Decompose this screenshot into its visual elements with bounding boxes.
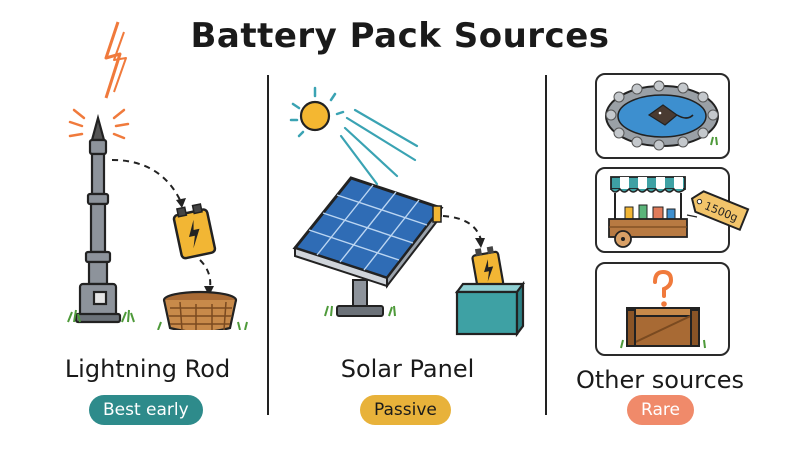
rare-badge: Rare bbox=[627, 395, 694, 425]
lightning-rod-icon bbox=[74, 113, 122, 324]
mystery-crate-card bbox=[595, 262, 730, 356]
solar-panel-icon bbox=[292, 176, 444, 317]
basket-icon bbox=[162, 290, 238, 330]
price-tag-icon: 1500g bbox=[690, 190, 750, 232]
best-early-badge: Best early bbox=[89, 395, 203, 425]
pond-card bbox=[595, 73, 730, 159]
lightning-rod-illustration bbox=[67, 21, 248, 330]
crate-icon bbox=[454, 280, 526, 338]
column-divider-right bbox=[545, 75, 547, 415]
solar-panel-label: Solar Panel bbox=[340, 355, 475, 383]
pond-fish-icon bbox=[605, 80, 719, 151]
solar-panel-illustration bbox=[289, 86, 526, 338]
passive-badge: Passive bbox=[360, 395, 451, 425]
sun-icon bbox=[289, 86, 419, 186]
column-divider-left bbox=[267, 75, 269, 415]
battery-icon bbox=[172, 203, 217, 260]
page-title: Battery Pack Sources bbox=[190, 16, 610, 56]
lightning-rod-label: Lightning Rod bbox=[64, 355, 231, 383]
battery-icon bbox=[471, 246, 505, 291]
mystery-crate-icon bbox=[620, 269, 706, 349]
market-stall-icon bbox=[608, 176, 698, 248]
lightning-bolt-icon bbox=[104, 21, 127, 99]
other-sources-label: Other sources bbox=[576, 366, 744, 394]
